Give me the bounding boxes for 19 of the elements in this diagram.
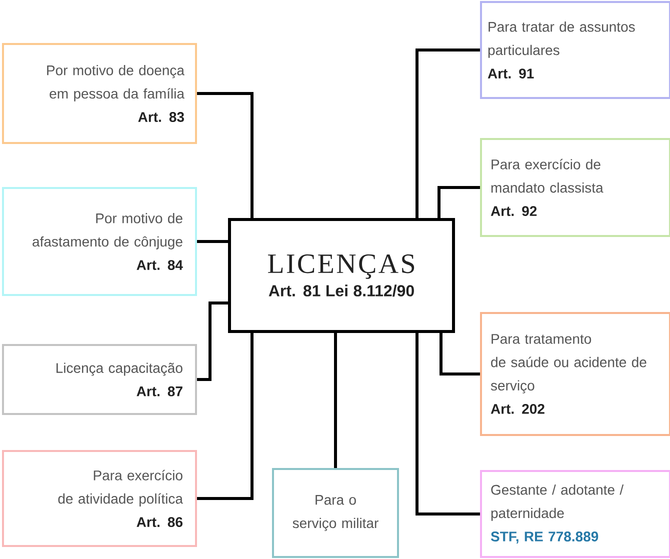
title-box: LICENÇAS Art. 81 Lei 8.112/90	[228, 218, 455, 333]
connector-line	[197, 92, 254, 218]
category-box: Por motivo de afastamento de cônjuge Art. 84	[2, 187, 197, 296]
category-box: Para o serviço militar	[272, 468, 399, 558]
connector-line	[440, 333, 480, 376]
connector-line	[197, 333, 254, 500]
category-box: Gestante / adotante / paternidade STF, RE 778.889	[480, 470, 670, 558]
connector-line	[416, 333, 480, 516]
connector-line	[334, 333, 337, 468]
category-box: Por motivo de doença em pessoa da família Art. 83	[2, 43, 197, 144]
connector-line	[438, 186, 480, 218]
category-box: Para exercício de mandato classista Art. 92	[480, 138, 670, 237]
category-box: Licença capacitação Art. 87	[2, 344, 197, 415]
connector-line	[197, 240, 228, 243]
category-box: Para tratar de assuntos particulares Art. 91	[480, 1, 670, 99]
connector-line	[197, 302, 228, 381]
category-box: Para exercício de atividade política Art. 86	[2, 450, 197, 547]
connector-line	[416, 48, 480, 218]
category-box: Para tratamento de saúde ou acidente de serviço Art. 202	[480, 312, 670, 436]
